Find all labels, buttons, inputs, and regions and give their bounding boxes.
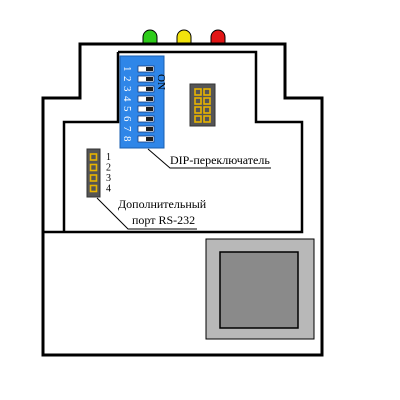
dip-switch-number: 6: [121, 116, 133, 122]
dip-switch: ON 1 2 3 4 5 6 7 8: [119, 55, 167, 149]
serial-pin-number: 3: [106, 173, 111, 184]
header-pin: [203, 115, 211, 123]
dip-switch-on-label: ON: [155, 74, 167, 90]
serial-port-leader: [96, 197, 197, 230]
serial-port-caption-line1: Дополнительный: [118, 197, 207, 211]
header-pin: [194, 97, 202, 105]
serial-pin: [89, 174, 98, 182]
inner-panel-left: [62, 52, 120, 232]
dip-switch-toggles: [137, 65, 155, 143]
dip-switch-lever: [146, 87, 153, 91]
module-inner: [219, 251, 299, 329]
serial-pin: [89, 153, 98, 161]
dip-switch-lever: [146, 117, 153, 121]
serial-pin: [89, 163, 98, 172]
header-pin: [194, 115, 202, 123]
header-pin: [203, 97, 211, 105]
dip-switch-number: 1: [121, 66, 133, 72]
dip-switch-lever: [146, 67, 153, 71]
dip-switch-leader: [147, 148, 271, 169]
serial-port-body: [86, 148, 101, 198]
dip-switch-lever: [146, 127, 153, 131]
serial-pin-number: 2: [106, 163, 111, 174]
dip-switch-lever: [146, 107, 153, 111]
dip-switch-number: 2: [121, 76, 133, 82]
led-indicators: [142, 29, 226, 45]
pin-header-pins: [194, 88, 211, 123]
led-yellow: [176, 29, 192, 45]
dip-switch-number: 3: [121, 86, 133, 92]
module-block: [205, 238, 315, 340]
dip-switch-number: 5: [121, 106, 133, 112]
serial-pin: [89, 184, 98, 193]
dip-switch-numbers: 1 2 3 4 5 6 7 8: [121, 66, 133, 142]
serial-port-pins: [89, 153, 98, 193]
serial-port-caption-line2: порт RS-232: [132, 213, 195, 227]
dip-switch-number: 4: [121, 96, 133, 102]
dip-switch-lever: [146, 137, 153, 141]
dip-switch-lever: [146, 77, 153, 81]
header-pin: [203, 88, 211, 96]
header-pin: [203, 106, 211, 114]
inner-panel-outline: [43, 50, 304, 234]
dip-switch-number: 7: [121, 126, 133, 132]
header-pin: [194, 106, 202, 114]
pin-header-block: [189, 83, 216, 127]
led-red: [210, 29, 226, 45]
dip-switch-caption: DIP-переключатель: [170, 153, 270, 167]
dip-switch-lever: [146, 97, 153, 101]
serial-pin-number: 4: [106, 184, 111, 195]
serial-pin-number: 1: [106, 152, 111, 163]
led-green: [142, 29, 158, 45]
dip-switch-number: 8: [121, 136, 133, 142]
pin-header-body: [189, 83, 216, 127]
header-pin: [194, 88, 202, 96]
